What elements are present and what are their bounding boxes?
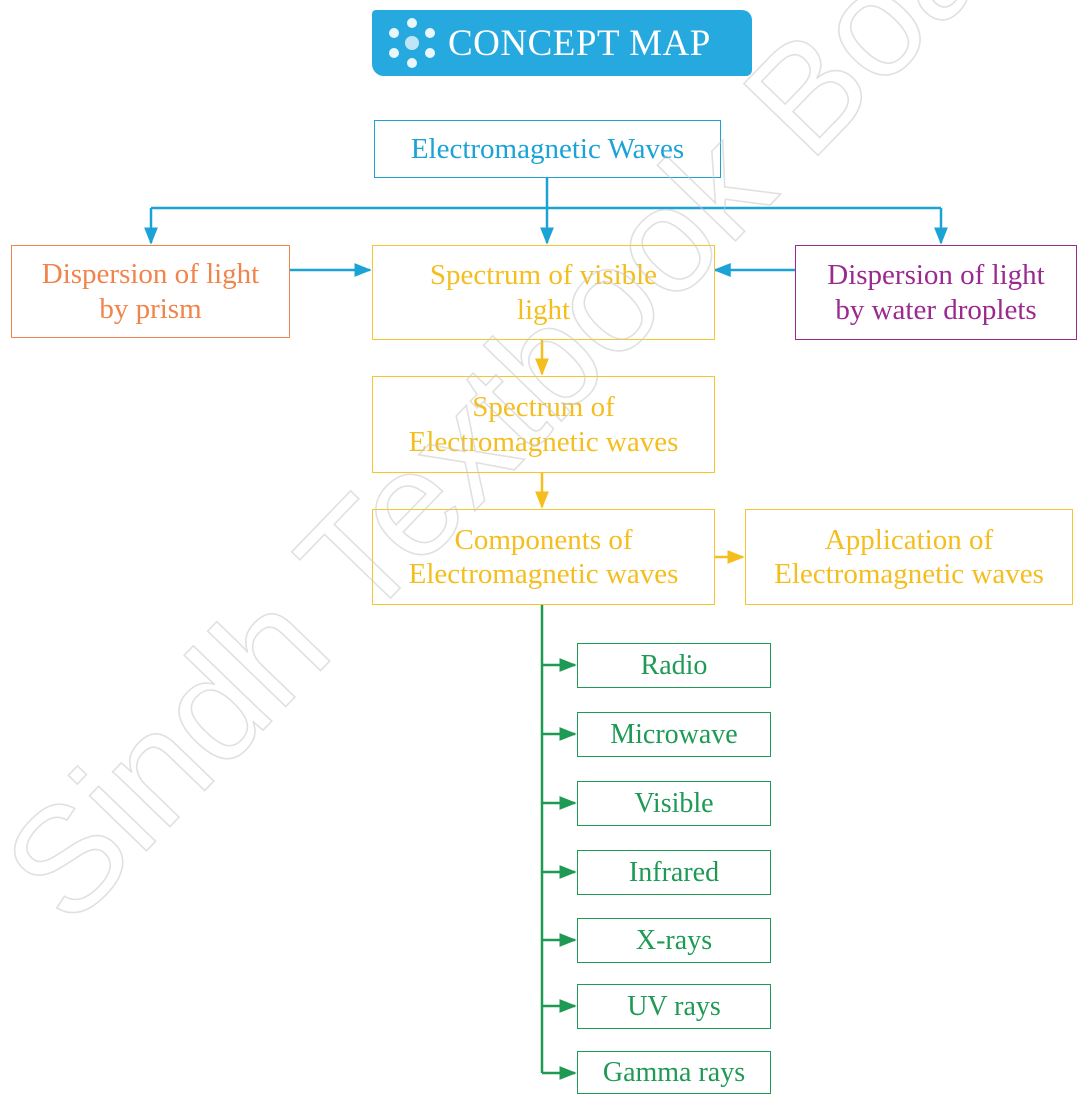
component-visible: Visible bbox=[577, 781, 771, 826]
node-electromagnetic-waves: Electromagnetic Waves bbox=[374, 120, 721, 178]
component-radio: Radio bbox=[577, 643, 771, 688]
components-connectors bbox=[540, 605, 577, 1080]
component-label: Visible bbox=[634, 787, 714, 819]
network-dots-icon bbox=[384, 15, 440, 71]
component-label: Radio bbox=[640, 649, 708, 681]
root-connectors bbox=[144, 178, 948, 277]
node-label: Components of Electromagnetic waves bbox=[408, 523, 679, 590]
concept-map-banner: CONCEPT MAP bbox=[372, 10, 752, 76]
node-dispersion-prism: Dispersion of light by prism bbox=[11, 245, 290, 338]
component-label: Gamma rays bbox=[602, 1056, 746, 1088]
component-label: UV rays bbox=[627, 990, 721, 1022]
node-label: Spectrum of visible light bbox=[429, 259, 658, 326]
node-label: Application of Electromagnetic waves bbox=[774, 523, 1044, 590]
component-gamma-rays: Gamma rays bbox=[577, 1051, 771, 1094]
component-uv-rays: UV rays bbox=[577, 984, 771, 1029]
component-infrared: Infrared bbox=[577, 850, 771, 895]
component-microwave: Microwave bbox=[577, 712, 771, 757]
node-label: Dispersion of light by water droplets bbox=[827, 259, 1045, 326]
node-label: Spectrum of Electromagnetic waves bbox=[408, 391, 679, 458]
node-dispersion-water: Dispersion of light by water droplets bbox=[795, 245, 1077, 340]
node-label: Dispersion of light by prism bbox=[41, 258, 260, 325]
component-label: Infrared bbox=[628, 856, 720, 888]
component-label: X-rays bbox=[635, 924, 713, 956]
node-label: Electromagnetic Waves bbox=[410, 132, 685, 165]
component-x-rays: X-rays bbox=[577, 918, 771, 963]
spectrum-connectors bbox=[535, 340, 745, 564]
node-em-spectrum: Spectrum of Electromagnetic waves bbox=[372, 376, 715, 473]
component-label: Microwave bbox=[610, 718, 738, 750]
node-application: Application of Electromagnetic waves bbox=[745, 509, 1073, 605]
node-visible-spectrum: Spectrum of visible light bbox=[372, 245, 715, 340]
banner-title: CONCEPT MAP bbox=[448, 22, 711, 64]
node-components: Components of Electromagnetic waves bbox=[372, 509, 715, 605]
